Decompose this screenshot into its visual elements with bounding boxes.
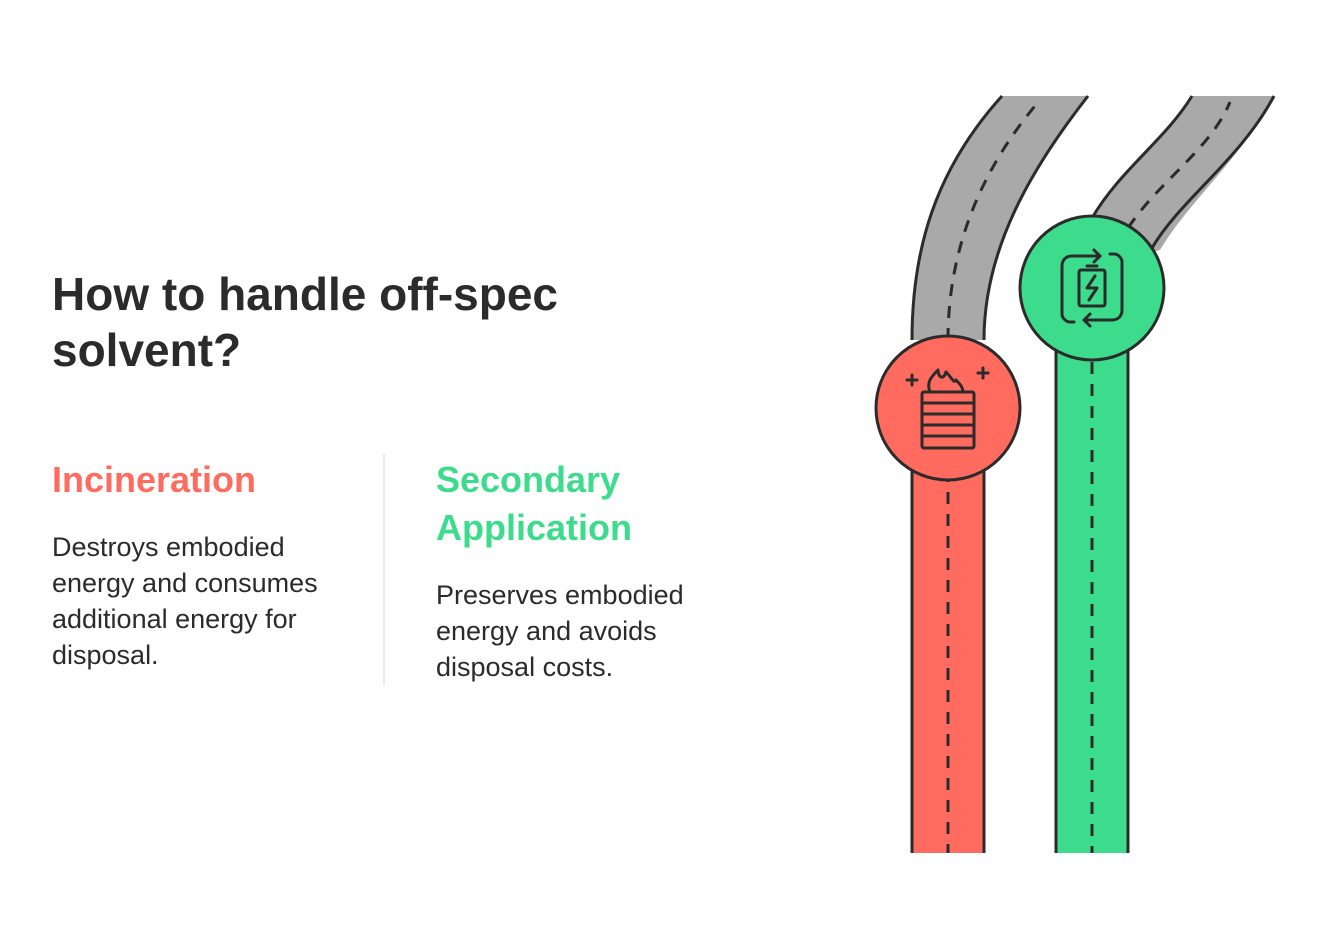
recycle-battery-icon (1060, 248, 1124, 328)
secondary-application-road-gray-curve (1092, 96, 1274, 260)
page-title: How to handle off-spec solvent? (52, 268, 558, 376)
burning-barrel-icon (905, 366, 990, 450)
incineration-description: Destroys embodied energy and consumes ad… (52, 532, 318, 670)
incineration-heading: Incineration (52, 459, 257, 500)
incineration-road (874, 94, 1090, 853)
incineration-node (874, 334, 1022, 482)
secondary-application-road (1018, 95, 1276, 853)
column-divider (383, 454, 385, 686)
secondary-application-description: Preserves embodied energy and avoids dis… (436, 580, 684, 682)
secondary-application-heading: Secondary Application (436, 459, 632, 548)
